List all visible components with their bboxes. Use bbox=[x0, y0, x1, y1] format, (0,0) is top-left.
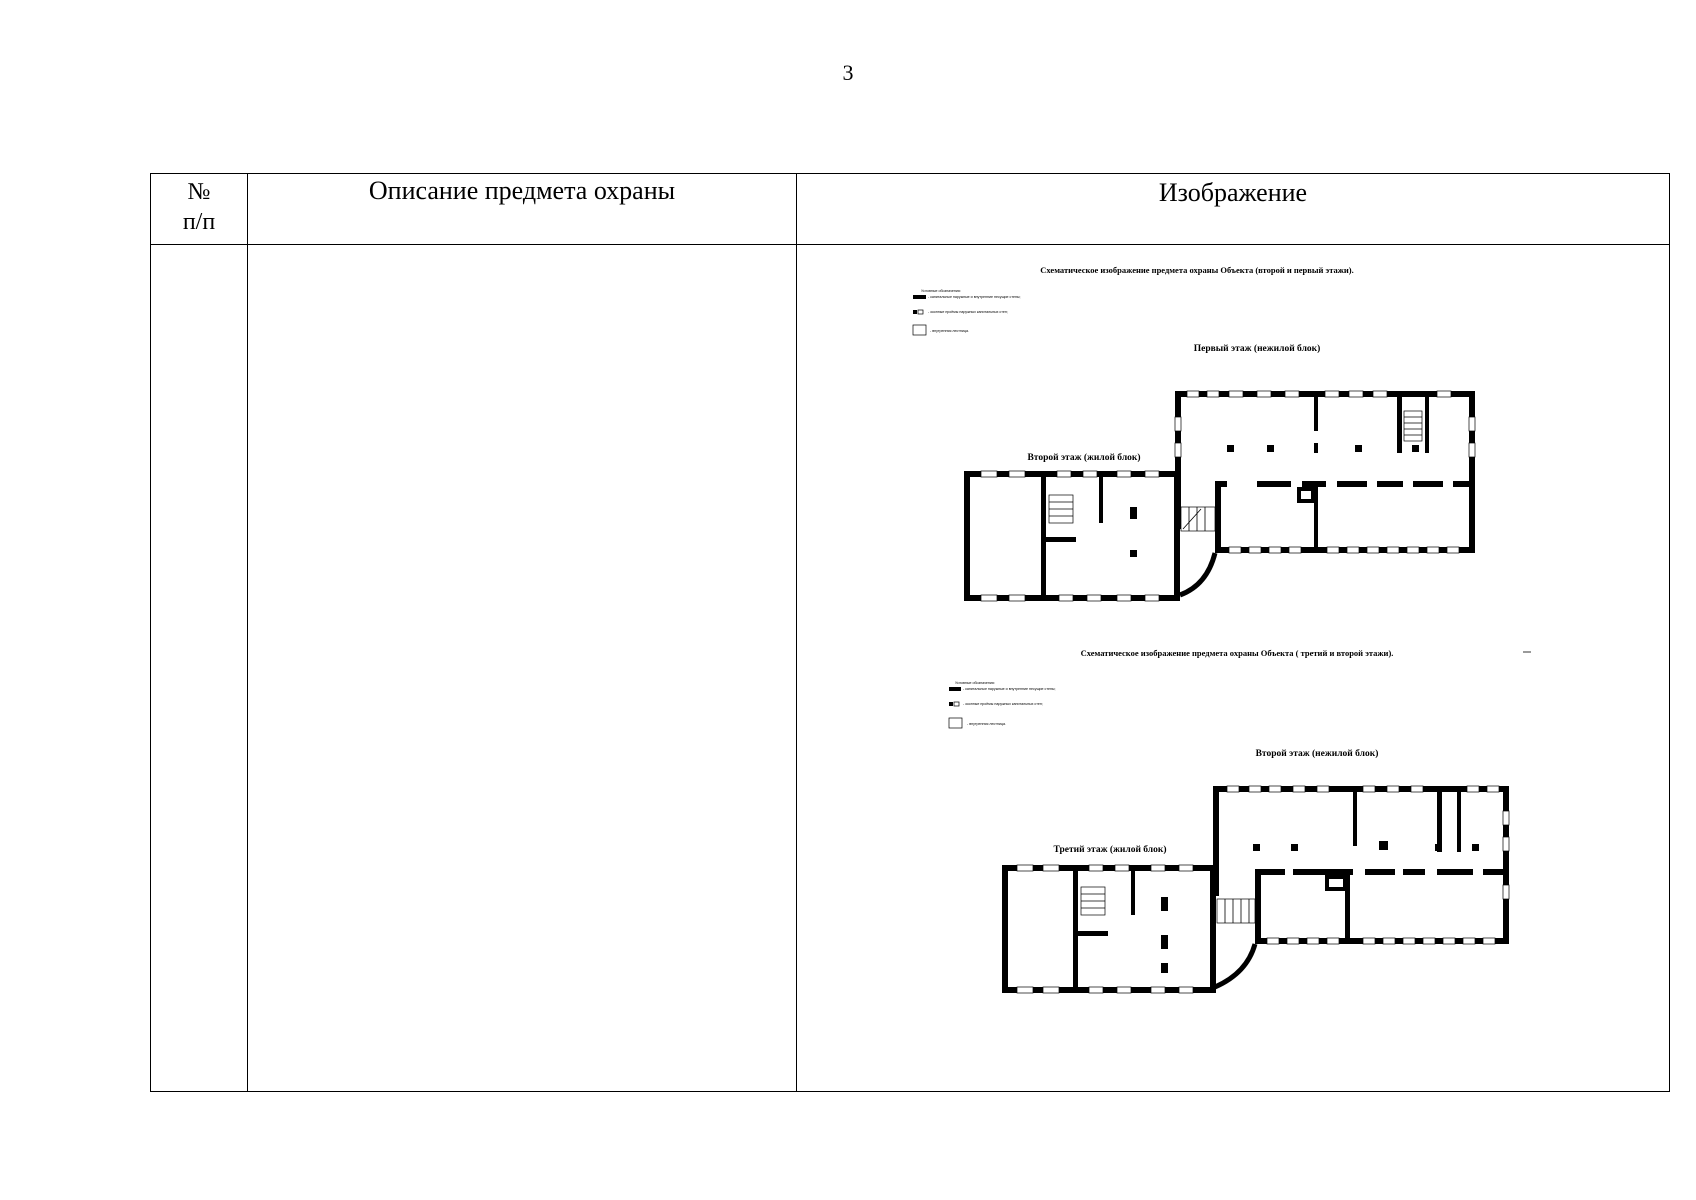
stair-symbol bbox=[1080, 886, 1106, 916]
window-legend-icon bbox=[913, 310, 917, 314]
legend-stairs: - внутренняя лестница. bbox=[967, 722, 1006, 726]
floor-plans-figure: Схематическое изображение предмета охран… bbox=[912, 265, 1531, 994]
scheme-2: Схематическое изображение предмета охран… bbox=[948, 648, 1531, 994]
scheme-2-floor-right-label: Второй этаж (нежилой блок) bbox=[1256, 748, 1379, 759]
scheme-1: Схематическое изображение предмета охран… bbox=[912, 265, 1476, 602]
header-image: Изображение bbox=[796, 173, 1670, 245]
scheme-2-left-block bbox=[1002, 864, 1216, 994]
scheme-1-caption: Схематическое изображение предмета охран… bbox=[1040, 265, 1353, 275]
heritage-table: № п/п Описание предмета охраны Изображен… bbox=[150, 173, 1670, 1092]
row-number-cell bbox=[150, 244, 248, 1092]
legend-title: Условные обозначения: bbox=[955, 681, 995, 685]
header-number-sign: № bbox=[187, 179, 211, 205]
legend-stairs: - внутренняя лестница. bbox=[930, 329, 969, 333]
row-image-cell: Схематическое изображение предмета охран… bbox=[796, 244, 1670, 1092]
row-description-cell bbox=[247, 244, 797, 1092]
scheme-2-caption: Схематическое изображение предмета охран… bbox=[1081, 648, 1394, 658]
header-description: Описание предмета охраны bbox=[247, 173, 797, 245]
page-number: 3 bbox=[842, 60, 854, 85]
legend-walls: - капитальные наружные и внутренние несу… bbox=[928, 295, 1021, 299]
scheme-2-connector bbox=[1213, 898, 1258, 990]
scheme-1-right-block bbox=[1174, 390, 1476, 554]
scheme-1-legend: Условные обозначения: - капитальные нару… bbox=[912, 289, 1021, 336]
table-header-row: № п/п Описание предмета охраны Изображен… bbox=[150, 173, 1670, 245]
scheme-1-left-block bbox=[964, 470, 1180, 602]
legend-windows: - оконные проёмы наружных капитальных ст… bbox=[928, 310, 1008, 314]
wall-legend-icon bbox=[913, 295, 926, 299]
scheme-2-right-block bbox=[1213, 785, 1510, 945]
legend-title: Условные обозначения: bbox=[921, 289, 961, 293]
table-row: Схематическое изображение предмета охран… bbox=[150, 244, 1670, 1092]
window-legend-icon bbox=[949, 702, 953, 706]
legend-walls: - капитальные наружные и внутренние несу… bbox=[963, 687, 1056, 691]
stair-legend-icon bbox=[948, 717, 963, 729]
scheme-1-connector bbox=[1179, 506, 1218, 598]
wall-legend-icon bbox=[949, 687, 961, 691]
legend-windows: - оконные проёмы наружных капитальных ст… bbox=[963, 702, 1043, 706]
header-number-pp: п/п bbox=[182, 209, 216, 235]
scheme-1-floor-right-label: Первый этаж (нежилой блок) bbox=[1194, 343, 1321, 354]
stair-legend-icon bbox=[912, 324, 927, 336]
stair-symbol bbox=[1048, 494, 1074, 524]
header-number: № п/п bbox=[150, 173, 248, 245]
scheme-2-legend: Условные обозначения: - капитальные нару… bbox=[948, 681, 1056, 729]
scheme-1-floor-left-label: Второй этаж (жилой блок) bbox=[1027, 452, 1140, 463]
scheme-2-floor-left-label: Третий этаж (жилой блок) bbox=[1053, 844, 1166, 855]
stair-symbol bbox=[1403, 410, 1423, 442]
